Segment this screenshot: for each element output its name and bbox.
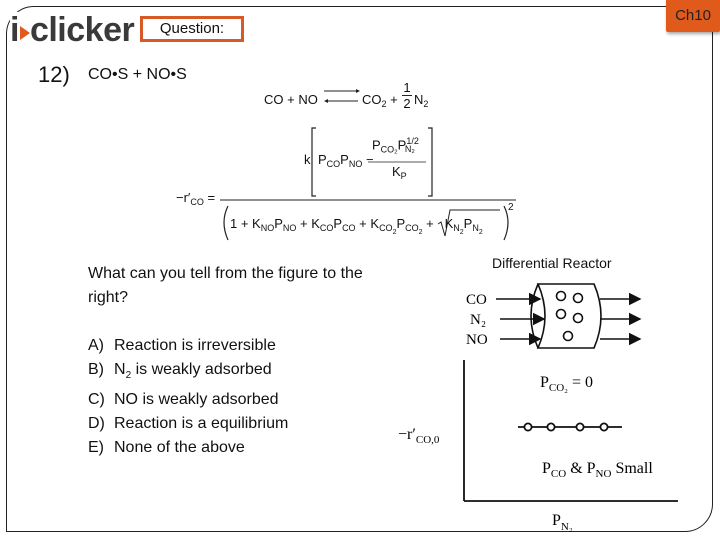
figure-title: Differential Reactor bbox=[492, 255, 612, 271]
catalyst-particle bbox=[555, 290, 567, 302]
question-stem: What can you tell from the figure to the… bbox=[88, 265, 363, 306]
catalyst-particle bbox=[555, 308, 567, 320]
answer-options: A) Reaction is irreversible B) N2 is wea… bbox=[88, 334, 288, 460]
gas-reaction-products: CO2 + bbox=[362, 92, 398, 109]
rate-numerator: k bbox=[304, 152, 311, 167]
x-axis-label: PN₂ bbox=[552, 512, 573, 533]
rate-lhs: −r′CO = bbox=[176, 190, 216, 207]
left-paren bbox=[223, 205, 229, 241]
catalyst-particle bbox=[572, 312, 584, 324]
option-a[interactable]: A) Reaction is irreversible bbox=[88, 337, 276, 354]
equilibrium-arrows-icon bbox=[324, 89, 360, 103]
chapter-badge: Ch10 bbox=[666, 0, 720, 32]
right-paren bbox=[503, 205, 509, 241]
data-point bbox=[575, 422, 585, 432]
rate-vs-pn2-plot: −r′CO,0 PN₂ PCO₂ = 0 PCO & PNO Small bbox=[398, 360, 678, 533]
rate-law-structure bbox=[220, 127, 516, 241]
play-triangle-icon bbox=[19, 26, 30, 40]
annotation-pco2: PCO₂ = 0 bbox=[540, 374, 593, 394]
inner-fraction-denominator: KP bbox=[392, 164, 407, 181]
annotation-small: PCO & PNO Small bbox=[542, 460, 653, 480]
question-number: 12) bbox=[38, 62, 70, 87]
data-point bbox=[546, 422, 556, 432]
reactor-diagram: CO N₂ NO bbox=[466, 283, 642, 349]
catalyst-particle bbox=[572, 292, 584, 304]
right-bracket bbox=[428, 127, 433, 197]
inlet-co: CO bbox=[466, 292, 487, 308]
y-axis-label: −r′CO,0 bbox=[398, 426, 440, 446]
surface-reaction: CO•S + NO•S bbox=[88, 66, 187, 83]
catalyst-particle bbox=[562, 330, 574, 342]
inlet-no: NO bbox=[466, 332, 488, 348]
option-b[interactable]: B) N2 is weakly adsorbed bbox=[88, 361, 272, 382]
rate-numerator-term: PCOPNO − bbox=[318, 152, 374, 169]
question-label-box: Question: bbox=[140, 16, 244, 42]
gas-reaction: CO + NO bbox=[264, 92, 318, 107]
inlet-n2: N₂ bbox=[470, 312, 486, 328]
slide-frame bbox=[6, 6, 713, 532]
n2-product: N2 bbox=[414, 92, 429, 109]
data-point bbox=[599, 422, 609, 432]
left-bracket bbox=[311, 127, 316, 197]
denominator-power: 2 bbox=[508, 202, 514, 213]
reactor-body bbox=[536, 283, 602, 349]
rate-denominator: 1 + KNOPNO + KCOPCO + KCO2PCO2 + KN2PN2 bbox=[230, 216, 483, 236]
option-d[interactable]: D) Reaction is a equilibrium bbox=[88, 415, 289, 433]
sqrt-sign bbox=[437, 209, 500, 237]
inner-fraction-numerator: PCO₂P1/2N₂ bbox=[372, 136, 419, 155]
option-c[interactable]: C) NO is weakly adsorbed bbox=[88, 391, 279, 409]
option-e[interactable]: E) None of the above bbox=[88, 439, 245, 457]
half-fraction: 1 2 bbox=[402, 80, 412, 111]
data-point bbox=[523, 422, 533, 432]
